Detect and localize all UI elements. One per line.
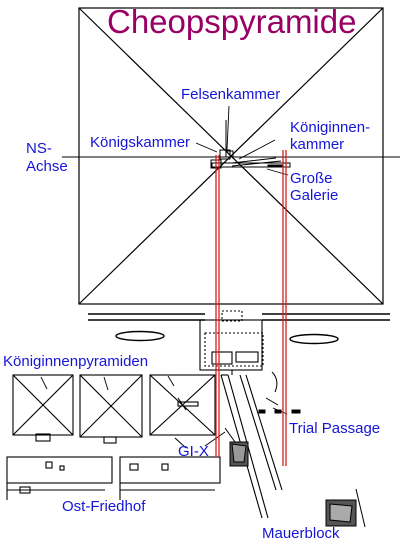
leader-lines (40, 105, 289, 447)
label-felsenkammer: Felsenkammer (181, 86, 281, 103)
label-koenigskammer: Königskammer (90, 134, 191, 151)
label-ns-achse-line1: NS- (26, 140, 52, 157)
label-koeniginnenkammer-line1: Königinnen- (290, 119, 371, 136)
label-ns-achse-line2: Achse (26, 158, 68, 175)
mortuary-temple (199, 310, 264, 371)
label-ost-friedhof: Ost-Friedhof (62, 498, 146, 515)
label-grosse-galerie-line1: Große (290, 170, 333, 187)
red-marker-lines (215, 150, 287, 466)
label-koeniginnenpyramiden: Königinnenpyramiden (3, 353, 149, 370)
label-mauerblock: Mauerblock (262, 525, 340, 542)
queen-pyramids (12, 374, 216, 444)
cheops-pyramid (78, 7, 384, 305)
east-cemetery (6, 456, 221, 500)
gi-x-feature (174, 427, 249, 467)
label-grosse-galerie-line2: Galerie (290, 187, 339, 204)
label-gi-x: GI-X (178, 443, 209, 460)
chambers (210, 120, 291, 169)
mauerblock-drawing (325, 488, 366, 528)
enclosure-walls (88, 313, 390, 345)
trial-passage (258, 371, 301, 414)
label-koeniginnenkammer-line2: kammer (290, 136, 345, 153)
page-title: Cheopspyramide (107, 3, 357, 40)
label-trial-passage: Trial Passage (289, 420, 381, 437)
